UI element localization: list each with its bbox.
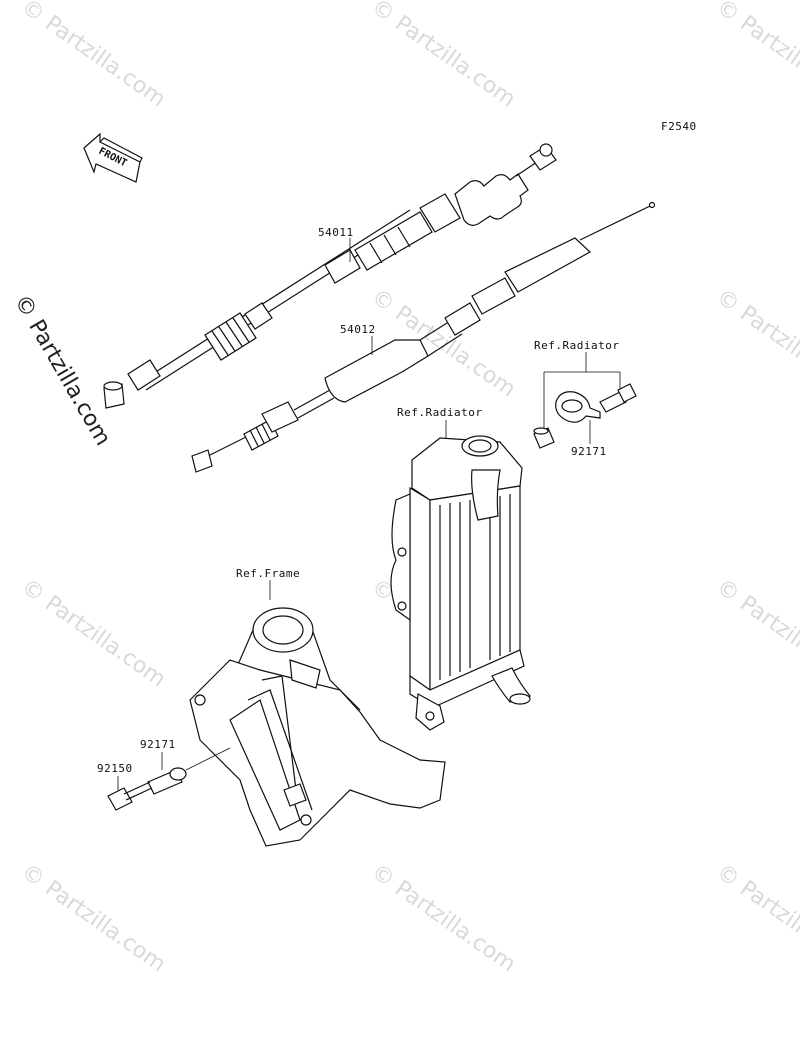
watermark: © Partzilla.com — [17, 859, 170, 977]
watermark: © Partzilla.com — [712, 574, 800, 692]
figure-code: F2540 — [661, 120, 697, 133]
spacer-bolt-92171 — [147, 747, 231, 795]
clutch-cable-54011 — [103, 143, 557, 409]
ref-radiator-top-label: Ref.Radiator — [534, 339, 619, 352]
watermark: © Partzilla.com — [367, 0, 520, 112]
ref-frame-label: Ref.Frame — [236, 567, 300, 580]
ref-radiator-label: Ref.Radiator — [397, 406, 482, 419]
callout-92150: 92150 — [97, 762, 133, 775]
watermark-layer: © Partzilla.com © Partzilla.com © Partzi… — [17, 0, 800, 977]
watermark-dark: © Partzilla.com — [9, 291, 116, 451]
callout-54011: 54011 — [318, 226, 354, 239]
bolt-92150 — [107, 781, 153, 811]
throttle-cable-54012 — [191, 201, 656, 473]
clamp-assembly-92171 — [533, 383, 637, 449]
watermark: © Partzilla.com — [17, 0, 170, 112]
front-arrow-icon: FRONT — [83, 132, 143, 183]
frame — [189, 607, 446, 847]
watermark: © Partzilla.com — [712, 284, 800, 402]
radiator — [390, 435, 532, 731]
callout-54012: 54012 — [340, 323, 376, 336]
watermark: © Partzilla.com — [367, 859, 520, 977]
callout-92171-top: 92171 — [571, 445, 607, 458]
watermark: © Partzilla.com — [712, 859, 800, 977]
watermark: © Partzilla.com — [712, 0, 800, 112]
callout-92171-bottom: 92171 — [140, 738, 176, 751]
watermark: © Partzilla.com — [17, 574, 170, 692]
